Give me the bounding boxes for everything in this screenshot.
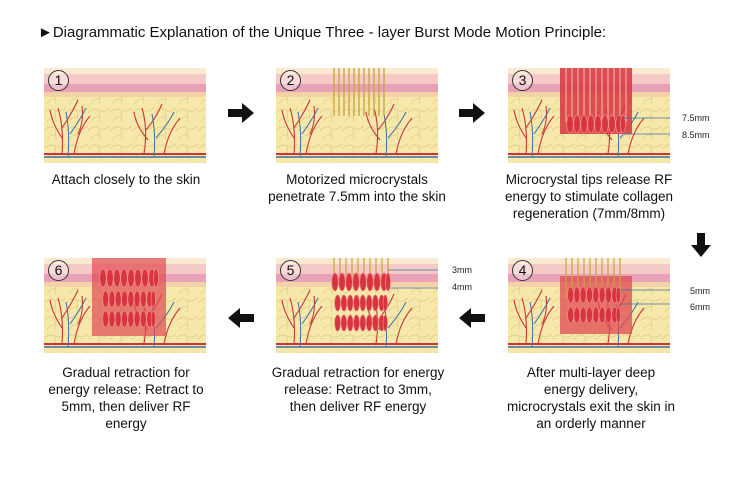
step-6-diagram: 6 xyxy=(44,258,206,353)
step-3-caption: Microcrystal tips release RF energy to s… xyxy=(504,172,674,221)
step-1-caption: Attach closely to the skin xyxy=(51,172,201,187)
arrow-down-icon xyxy=(691,233,711,257)
step-4-diagram: 4 xyxy=(508,258,670,353)
depth-label: 7.5mm xyxy=(682,113,710,123)
step-number: 6 xyxy=(48,260,69,281)
step-4-caption: After multi-layer deep energy delivery, … xyxy=(506,365,676,431)
depth-label: 4mm xyxy=(452,282,472,292)
step-number: 2 xyxy=(280,70,301,91)
arrow-right-icon xyxy=(459,103,485,123)
skin-cross-section xyxy=(276,258,438,353)
arrow-left-icon xyxy=(459,308,485,328)
step-2-caption: Motorized microcrystals penetrate 7.5mm … xyxy=(268,172,446,204)
arrow-right-icon xyxy=(228,103,254,123)
depth-label: 6mm xyxy=(690,302,710,312)
step-5-caption: Gradual retraction for energy release: R… xyxy=(271,365,445,414)
step-number: 3 xyxy=(512,70,533,91)
step-1-diagram: 1 xyxy=(44,68,206,163)
arrow-left-icon xyxy=(228,308,254,328)
page-title: ►Diagrammatic Explanation of the Unique … xyxy=(38,24,607,41)
step-3-diagram: 3 xyxy=(508,68,670,163)
depth-label: 8.5mm xyxy=(682,130,710,140)
step-number: 5 xyxy=(280,260,301,281)
step-number: 4 xyxy=(512,260,533,281)
skin-cross-section xyxy=(44,258,206,353)
skin-cross-section xyxy=(508,258,670,353)
skin-cross-section xyxy=(508,68,670,163)
depth-label: 5mm xyxy=(690,286,710,296)
depth-label: 3mm xyxy=(452,265,472,275)
step-6-caption: Gradual retraction for energy release: R… xyxy=(48,365,204,431)
step-2-diagram: 2 xyxy=(276,68,438,163)
step-5-diagram: 5 xyxy=(276,258,438,353)
step-number: 1 xyxy=(48,70,69,91)
